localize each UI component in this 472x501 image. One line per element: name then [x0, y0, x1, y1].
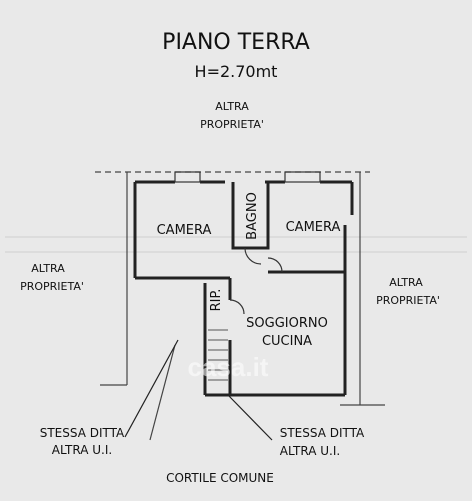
note-right-line1: STESSA DITTA: [280, 426, 365, 440]
note-left-line1: STESSA DITTA: [40, 426, 125, 440]
note-right-line2: ALTRA U.I.: [280, 444, 340, 458]
room-bagno: BAGNO: [245, 192, 260, 240]
note-left-line2: ALTRA U.I.: [52, 443, 112, 457]
plan-title: PIANO TERRA: [162, 30, 310, 55]
courtyard-label: CORTILE COMUNE: [166, 471, 274, 485]
neighbor-left-label-line2: PROPRIETA': [20, 280, 84, 293]
stair-hatch: [208, 329, 228, 381]
ceiling-height-label: H=2.70mt: [195, 62, 278, 81]
neighbor-right-label-line2: PROPRIETA': [376, 294, 440, 307]
room-rip: RIP.: [209, 289, 224, 312]
walls: [133, 171, 354, 397]
watermark: casa.it: [188, 352, 269, 382]
boundary-lines: [95, 171, 385, 441]
room-camera-left: CAMERA: [157, 223, 212, 238]
neighbor-band: [5, 236, 467, 253]
leader-lines: [124, 339, 273, 441]
neighbor-left-label-line1: ALTRA: [31, 262, 65, 275]
neighbor-top-label-line1: ALTRA: [215, 100, 249, 113]
room-soggiorno-line2: CUCINA: [262, 334, 312, 349]
neighbor-right-label-line1: ALTRA: [389, 276, 423, 289]
neighbor-top-label-line2: PROPRIETA': [200, 118, 264, 131]
room-soggiorno-line1: SOGGIORNO: [246, 316, 328, 331]
room-camera-right: CAMERA: [286, 220, 341, 235]
